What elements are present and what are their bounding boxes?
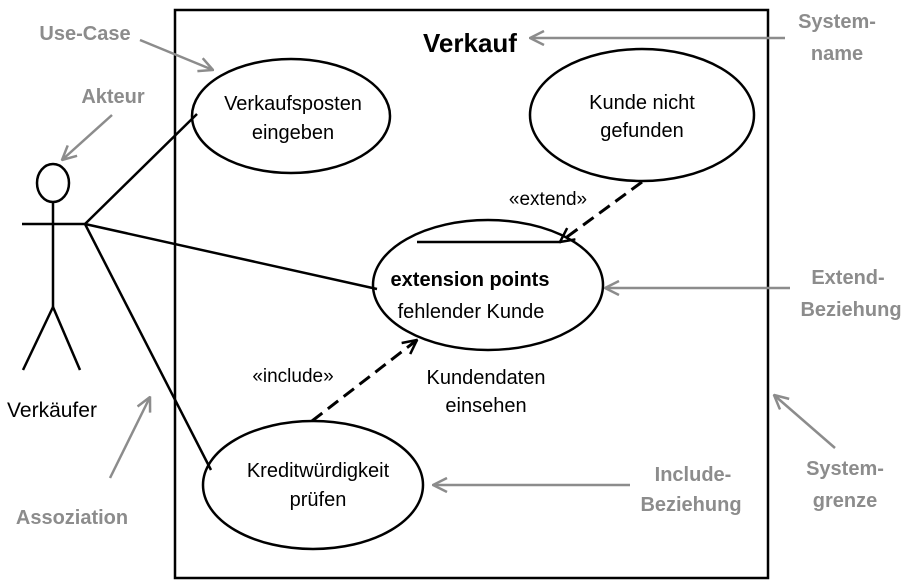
annotation-systemgrenze-line1: System-: [806, 458, 884, 480]
annotation-assoziation: Assoziation: [16, 507, 128, 529]
annotation-systemname-line1: System-: [798, 11, 876, 33]
annotation-extend-line1: Extend-: [811, 267, 884, 289]
use-case-kundendaten: [371, 218, 605, 352]
extend-relation-label: «extend»: [509, 189, 587, 210]
extend-relation-arrow: [560, 180, 643, 242]
system-name: Verkauf: [423, 28, 517, 58]
annotation-use-case: Use-Case: [39, 23, 130, 45]
use-case-kundendaten-line1: Kundendaten: [426, 367, 545, 389]
use-case-kunde-nicht-gefunden: [528, 47, 756, 183]
use-case-kreditwuerdigkeit-line2: prüfen: [290, 489, 347, 511]
annotation-arrow-use-case: [139, 38, 213, 70]
annotation-systemgrenze-line2: grenze: [813, 490, 877, 512]
associations: [83, 113, 378, 471]
association-verkaufsposten: [84, 113, 198, 225]
extension-point-fehlender-kunde: fehlender Kunde: [398, 301, 545, 323]
annotation-arrow-akteur: [62, 114, 113, 160]
actor-name: Verkäufer: [7, 399, 97, 422]
annotation-systemname-line2: name: [811, 43, 863, 65]
use-case-verkaufsposten-line1: Verkaufsposten: [224, 93, 362, 115]
annotation-arrow-assoziation: [108, 397, 150, 479]
use-case-kreditwuerdigkeit-line1: Kreditwürdigkeit: [247, 460, 390, 482]
annotation-include-line1: Include-: [655, 464, 732, 486]
annotation-labels: Use-Case Akteur Assoziation System- name…: [16, 11, 902, 529]
annotation-arrows: [62, 38, 836, 485]
include-relation-label: «include»: [252, 366, 333, 387]
annotation-extend-line2: Beziehung: [800, 299, 901, 321]
use-case-kunde-nicht-gefunden-line1: Kunde nicht: [589, 92, 695, 114]
actor-head: [35, 162, 71, 204]
association-kreditwuerdigkeit: [83, 223, 213, 471]
use-case-kreditwuerdigkeit: [201, 419, 425, 551]
extension-points-title: extension points: [391, 269, 550, 291]
use-case-verkaufsposten-line2: eingeben: [252, 122, 334, 144]
system-boundary: [173, 8, 770, 580]
use-case-kundendaten-line2: einsehen: [445, 395, 526, 417]
annotation-arrow-systemgrenze: [774, 395, 836, 449]
actor-figure: [21, 162, 85, 371]
use-case-kunde-nicht-gefunden-line2: gefunden: [600, 120, 683, 142]
include-relation-arrow: [311, 340, 417, 423]
actor-right-leg: [51, 306, 82, 371]
association-kundendaten: [84, 222, 378, 291]
use-case-verkaufsposten: [190, 57, 392, 175]
annotation-akteur: Akteur: [81, 86, 145, 108]
annotation-include-line2: Beziehung: [640, 494, 741, 516]
actor-left-leg: [21, 306, 55, 371]
